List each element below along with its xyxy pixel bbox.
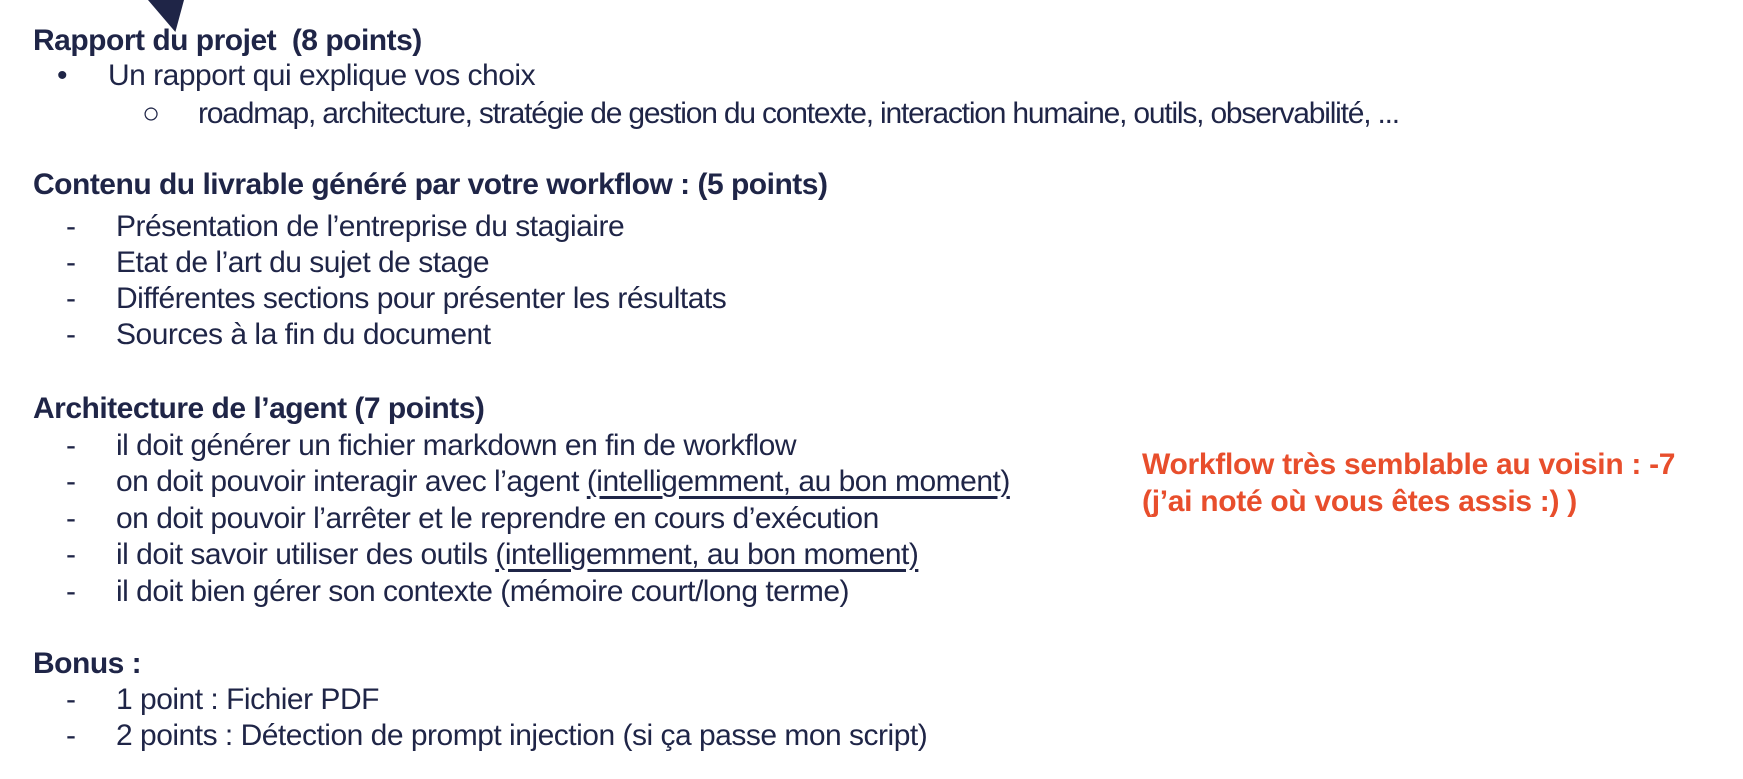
contenu-item-1: Présentation de l’entreprise du stagiair… xyxy=(116,210,625,243)
architecture-item-row: - il doit générer un fichier markdown en… xyxy=(0,428,1743,465)
dash-icon: - xyxy=(66,575,76,608)
contenu-item-row: - Présentation de l’entreprise du stagia… xyxy=(0,209,1743,246)
architecture-item-row: - on doit pouvoir interagir avec l’agent… xyxy=(0,464,1743,501)
architecture-item-4: il doit savoir utiliser des outils (inte… xyxy=(116,537,919,573)
architecture-item-2-underlined: (intelligemment, au bon moment) xyxy=(586,465,1011,498)
architecture-item-4-underlined: (intelligemment, au bon moment) xyxy=(495,538,919,571)
rapport-heading: Rapport du projet (8 points) xyxy=(33,24,422,57)
dash-icon: - xyxy=(66,429,76,462)
dash-icon: - xyxy=(66,282,76,315)
dash-icon: - xyxy=(66,502,76,535)
dash-icon: - xyxy=(66,683,76,716)
architecture-item-3: on doit pouvoir l’arrêter et le reprendr… xyxy=(116,501,879,537)
architecture-item-3-text: on doit pouvoir l’arrêter et le reprendr… xyxy=(116,502,879,535)
bonus-item-row: - 2 points : Détection de prompt injecti… xyxy=(0,718,1743,755)
architecture-item-5: il doit bien gérer son contexte (mémoire… xyxy=(116,574,850,610)
architecture-heading-row: Architecture de l’agent (7 points) xyxy=(0,391,1743,428)
dash-icon: - xyxy=(66,318,76,351)
contenu-item-row: - Différentes sections pour présenter le… xyxy=(0,281,1743,318)
contenu-item-4: Sources à la fin du document xyxy=(116,318,491,351)
rapport-bullet-item: Un rapport qui explique vos choix xyxy=(108,59,536,92)
bonus-item-row: - 1 point : Fichier PDF xyxy=(0,682,1743,719)
grader-annotation-line1: Workflow très semblable au voisin : -7 xyxy=(1142,448,1676,481)
architecture-heading: Architecture de l’agent (7 points) xyxy=(33,392,485,425)
grader-annotation-line2: (j’ai noté où vous êtes assis :) ) xyxy=(1142,485,1577,518)
architecture-item-2: on doit pouvoir interagir avec l’agent (… xyxy=(116,464,1010,500)
architecture-item-row: - il doit savoir utiliser des outils (in… xyxy=(0,537,1743,574)
architecture-item-1-text: il doit générer un fichier markdown en f… xyxy=(116,429,797,462)
rapport-bullet-row: • Un rapport qui explique vos choix xyxy=(0,58,1743,95)
bonus-item-2: 2 points : Détection de prompt injection… xyxy=(116,719,928,752)
architecture-item-1: il doit générer un fichier markdown en f… xyxy=(116,428,797,464)
architecture-item-5-text: il doit bien gérer son contexte (mémoire… xyxy=(116,575,850,608)
bonus-heading-row: Bonus : xyxy=(0,646,1743,683)
architecture-item-4-text: il doit savoir utiliser des outils xyxy=(116,538,496,571)
grader-annotation-row: (j’ai noté où vous êtes assis :) ) xyxy=(0,484,1743,521)
contenu-item-row: - Etat de l’art du sujet de stage xyxy=(0,245,1743,282)
contenu-heading-row: Contenu du livrable généré par votre wor… xyxy=(0,167,1743,204)
dash-icon: - xyxy=(66,210,76,243)
contenu-item-2: Etat de l’art du sujet de stage xyxy=(116,246,490,279)
rapport-subbullet-row: ○ roadmap, architecture, stratégie de ge… xyxy=(0,96,1743,133)
contenu-heading: Contenu du livrable généré par votre wor… xyxy=(33,168,828,201)
dash-icon: - xyxy=(66,719,76,752)
circle-bullet-icon: ○ xyxy=(142,97,161,130)
grader-annotation-row: Workflow très semblable au voisin : -7 xyxy=(0,447,1743,484)
rapport-heading-row: Rapport du projet (8 points) xyxy=(0,23,1743,60)
bonus-heading: Bonus : xyxy=(33,647,142,680)
bullet-icon: • xyxy=(57,59,68,92)
contenu-item-row: - Sources à la fin du document xyxy=(0,317,1743,354)
dash-icon: - xyxy=(66,538,76,571)
rapport-subbullet-item: roadmap, architecture, stratégie de gest… xyxy=(198,97,1400,130)
dash-icon: - xyxy=(66,465,76,498)
bonus-item-1: 1 point : Fichier PDF xyxy=(116,683,379,716)
dash-icon: - xyxy=(66,246,76,279)
contenu-item-3: Différentes sections pour présenter les … xyxy=(116,282,727,315)
architecture-item-2-text: on doit pouvoir interagir avec l’agent xyxy=(116,465,587,498)
architecture-item-row: - il doit bien gérer son contexte (mémoi… xyxy=(0,574,1743,611)
architecture-item-row: - on doit pouvoir l’arrêter et le repren… xyxy=(0,501,1743,538)
